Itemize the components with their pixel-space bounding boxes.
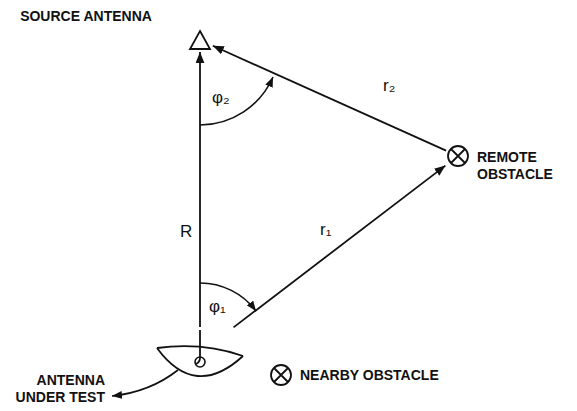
phi2-arc [200,77,273,125]
distance-label: r₁ [318,220,333,239]
source-antenna: SOURCE ANTENNA [189,30,211,50]
cross-symbol [447,145,469,167]
phi1-arc [200,283,256,311]
antenna-under-test: ANTENNA UNDER TEST [155,328,245,378]
node-label: ANTENNA UNDER TEST [5,372,105,406]
distance-label: R [178,222,194,241]
nearby-obstacle: NEARBY OBSTACLE [270,364,292,386]
signal-path [234,166,446,328]
signal-path [199,52,201,327]
node-label: NEARBY OBSTACLE [300,367,480,384]
angle-label: φ₂ [212,88,230,107]
node-label: REMOTE OBSTACLE [477,149,567,183]
signal-path [213,46,446,151]
triangle-symbol [189,30,211,50]
angle-label: φ₁ [209,297,226,316]
node-label: SOURCE ANTENNA [11,8,161,25]
cross-symbol [270,364,292,386]
dish-symbol [155,328,245,378]
remote-obstacle: REMOTE OBSTACLE [447,145,469,167]
leader-arrow [112,370,178,396]
distance-label: r₂ [381,76,397,95]
